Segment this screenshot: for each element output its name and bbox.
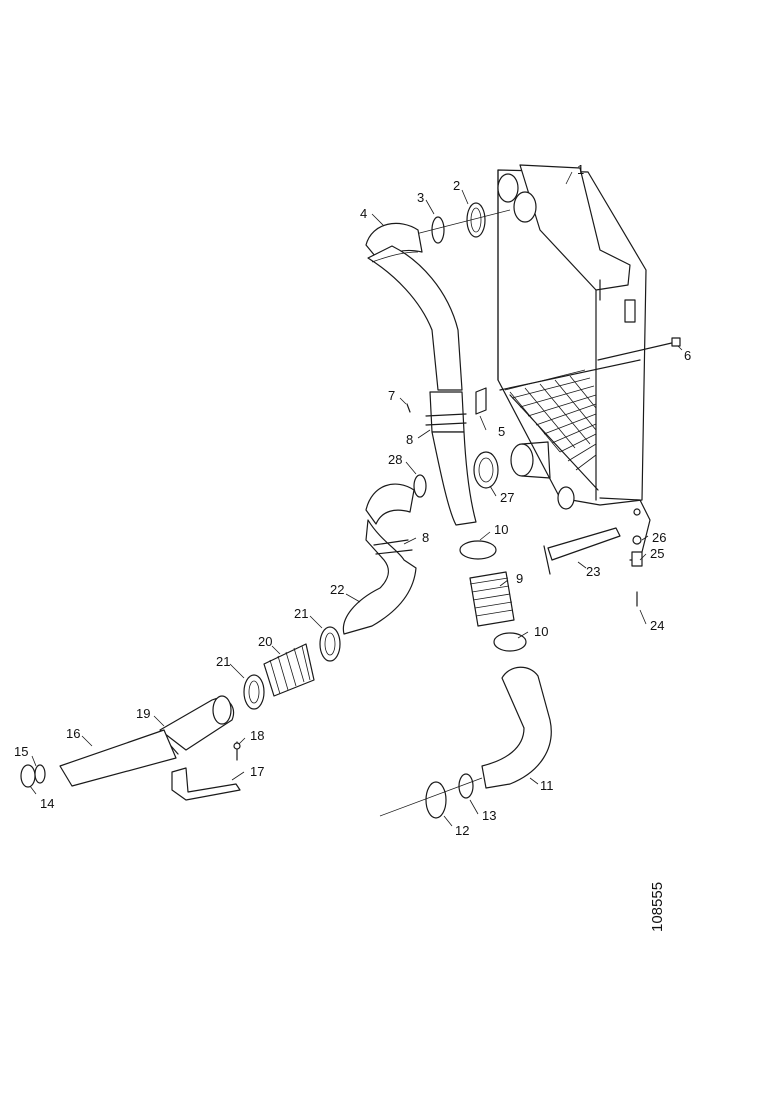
core-fins — [504, 369, 597, 471]
callout-16: 16 — [66, 726, 80, 741]
callout-7: 7 — [388, 388, 395, 403]
callout-3: 3 — [417, 190, 424, 205]
callout-4: 4 — [360, 206, 367, 221]
callout-19: 19 — [136, 706, 150, 721]
clamp-27 — [473, 451, 499, 489]
axis-line-lower — [379, 777, 483, 817]
leader-lines — [29, 171, 683, 827]
callout-9: 9 — [516, 571, 523, 586]
nut-25 — [631, 551, 643, 567]
support-23 — [543, 527, 621, 575]
bellows-9 — [469, 571, 515, 627]
hose-8-upper — [425, 391, 477, 526]
callout-13: 13 — [482, 808, 496, 823]
clamp-10-upper — [459, 540, 497, 560]
clamp-21-left — [243, 674, 265, 710]
callout-10b: 10 — [534, 624, 548, 639]
callout-5: 5 — [498, 424, 505, 439]
intercooler-core — [497, 164, 651, 561]
clamp-2 — [466, 202, 486, 238]
callout-26: 26 — [652, 530, 666, 545]
callout-8b: 8 — [422, 530, 429, 545]
clamp-14 — [20, 764, 36, 788]
callout-23: 23 — [586, 564, 600, 579]
clamp-10-lower — [493, 632, 527, 652]
bolt-6 — [597, 337, 681, 361]
callout-2: 2 — [453, 178, 460, 193]
bolt-7 — [406, 403, 411, 413]
callout-28: 28 — [388, 452, 402, 467]
callout-17: 17 — [250, 764, 264, 779]
callout-15: 15 — [14, 744, 28, 759]
callout-12: 12 — [455, 823, 469, 838]
bracket-17 — [171, 767, 241, 801]
callouts: 1 2 3 4 5 6 7 8 8 9 10 10 11 12 13 14 15… — [14, 162, 691, 838]
clip-5 — [475, 387, 487, 415]
callout-21b: 21 — [294, 606, 308, 621]
callout-20: 20 — [258, 634, 272, 649]
figure-number: 108555 — [649, 882, 666, 932]
callout-6: 6 — [684, 348, 691, 363]
clamp-21-right — [319, 626, 341, 662]
callout-8a: 8 — [406, 432, 413, 447]
callout-22: 22 — [330, 582, 344, 597]
ring-28 — [413, 474, 427, 498]
callout-14: 14 — [40, 796, 54, 811]
pipe-16 — [59, 729, 177, 787]
hose-11 — [481, 666, 552, 789]
hose-4 — [365, 222, 463, 391]
hose-22 — [342, 483, 417, 635]
ring-3 — [431, 216, 445, 244]
bolt-18 — [233, 741, 241, 761]
washer-26 — [632, 535, 642, 545]
callout-11: 11 — [540, 778, 554, 793]
callout-25: 25 — [650, 546, 664, 561]
hose-20 — [263, 643, 315, 697]
ring-13 — [458, 773, 474, 799]
callout-24: 24 — [650, 618, 664, 633]
callout-27: 27 — [500, 490, 514, 505]
callout-21a: 21 — [216, 654, 230, 669]
ring-15 — [34, 764, 46, 784]
clamp-12 — [425, 781, 447, 819]
callout-10a: 10 — [494, 522, 508, 537]
callout-18: 18 — [250, 728, 264, 743]
callout-1: 1 — [577, 162, 584, 177]
